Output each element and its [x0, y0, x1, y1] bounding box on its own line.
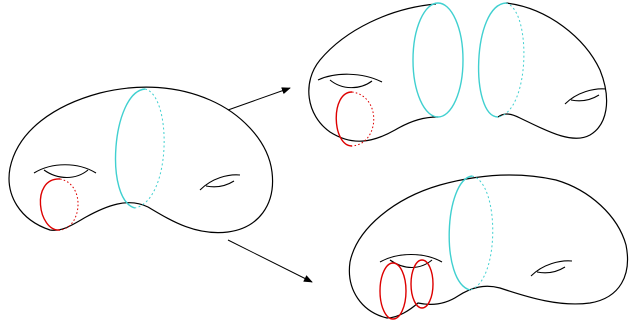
- handle-right: [199, 174, 241, 191]
- right-piece: [477, 2, 608, 139]
- separating-curve-copy-right: [477, 2, 525, 118]
- separating-curve-copy-left: [412, 2, 464, 118]
- separating-curve: [114, 88, 165, 209]
- nonseparating-curve: [39, 178, 79, 231]
- surface-outline: [348, 174, 629, 319]
- left-piece: [308, 2, 464, 147]
- separating-curve: [448, 175, 494, 291]
- nonseparating-curve-copy-right: [410, 259, 434, 309]
- nonseparating-curve: [335, 91, 375, 147]
- arrow-to-separating-cut: [227, 87, 291, 111]
- surface-cut-along-nonseparating-curve: [348, 174, 629, 320]
- nonseparating-curve-copy-left: [379, 262, 407, 320]
- surface-cut-along-separating-curve: [308, 2, 608, 147]
- surface-outline: [8, 86, 274, 234]
- genus-two-surface-original: [8, 86, 274, 234]
- handle-left: [33, 164, 97, 179]
- arrow-to-nonseparating-cut: [227, 239, 313, 283]
